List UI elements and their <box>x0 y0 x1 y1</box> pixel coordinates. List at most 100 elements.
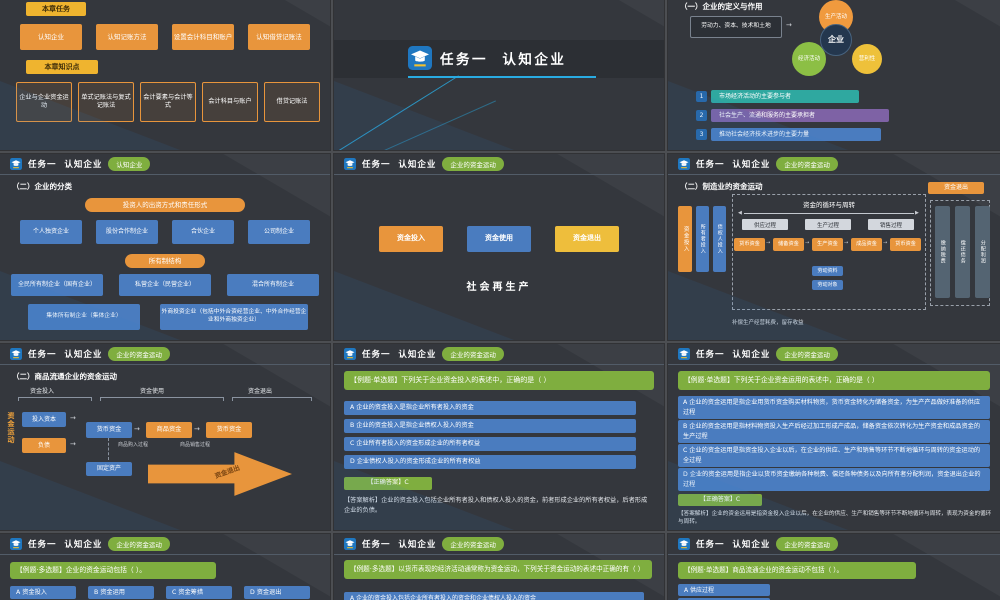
classification-pill: 所有制结构 <box>125 254 205 268</box>
option-a: A 企业的资金投入是指企业所有者投入的资金 <box>344 401 636 415</box>
stage-bracket <box>18 397 92 401</box>
arrow-right-icon: ▶ <box>915 209 919 216</box>
economic-activity-circle: 经济活动 <box>792 42 826 76</box>
brand-logo-icon <box>678 348 690 360</box>
answer-box: 【正确答案】C <box>678 494 762 506</box>
stage-bracket <box>100 397 224 401</box>
process-box: 销售过程 <box>868 219 914 230</box>
option-d: D 企业的资金运用是指企业以货币资金缴纳各种税费、偿还各种债务以及向所有者分配利… <box>678 468 990 492</box>
brand-logo-icon <box>10 538 22 550</box>
knowledge-box: 会计科目与账户 <box>202 82 258 122</box>
stage-label: 资金使用 <box>140 388 165 395</box>
slide-header-badge: 企业的资金运动 <box>442 347 504 361</box>
slide-header-badge: 企业的资金运动 <box>108 537 170 551</box>
ownership-box: 集体所有制企业（集体企业） <box>28 304 140 330</box>
lesson-title: 任务一 认知企业 <box>440 52 567 68</box>
option-a: A 企业的资金运用是指企业用货币资金购买材料物资，货币资金转化为储备资金，为生产… <box>678 396 990 420</box>
footnote-text: 补偿生产经营耗费，留存收益 <box>732 320 804 326</box>
slide-thumbnail-7[interactable]: 任务一 认知企业 企业的资金运动 （二）商品流通企业的资金运动 资金投入 资金使… <box>0 344 330 530</box>
fixed-assets-box: 固定资产 <box>86 462 132 476</box>
title-underline <box>408 76 596 78</box>
brand-logo-icon <box>10 158 22 170</box>
exit-item-box: 偿还债务 <box>955 206 970 298</box>
role-bar: 社会生产、流通和服务的主要承担者 <box>711 109 889 122</box>
knowledge-box: 会计要素与会计等式 <box>140 82 196 122</box>
slide-thumbnail-2[interactable]: 任务一 认知企业 <box>334 0 664 150</box>
slide-thumbnail-9[interactable]: 任务一 认知企业 企业的资金运动 【例题·单选题】下列关于企业资金运用的表述中，… <box>668 344 1000 530</box>
slide-thumbnail-5[interactable]: 任务一 认知企业 企业的资金运动 资金投入 资金使用 资金退出 社会再生产 <box>334 154 664 340</box>
slide-thumbnail-8[interactable]: 任务一 认知企业 企业的资金运动 【例题·单选题】下列关于企业资金投入的表述中，… <box>334 344 664 530</box>
question-box: 【例题·单选题】下列关于企业资金投入的表述中，正确的是（ ） <box>344 371 654 391</box>
arrow-right-icon: → <box>805 240 810 246</box>
stage-label: 资金退出 <box>248 388 273 395</box>
option-a: A 资金投入 <box>10 586 76 599</box>
slide-header-badge: 认知企业 <box>108 157 151 171</box>
knowledge-box: 借贷记账法 <box>264 82 320 122</box>
stage-bracket <box>232 397 312 401</box>
slide-thumbnail-6[interactable]: 任务一 认知企业 企业的资金运动 （二）制造业的资金运动 资金投入 所有者投入 … <box>668 154 1000 340</box>
fund-box: 货币资金 <box>890 238 921 251</box>
role-number: 2 <box>696 110 707 121</box>
option-c: C 企业的资金运用是指资金投入企业以后，在企业的供应、生产和销售等环节不断地循环… <box>678 444 990 468</box>
process-label: 商品销售过程 <box>180 442 211 448</box>
task-box: 设置会计科目和账户 <box>172 24 234 50</box>
option-a: A 供应过程 <box>678 584 770 596</box>
slide-thumbnail-11[interactable]: 任务一 认知企业 企业的资金运动 【例题·多选题】以货币表现的经济活动通常称为资… <box>334 534 664 600</box>
slide-header-title: 任务一 认知企业 <box>362 540 437 550</box>
role-bar: 推动社会经济技术进步的主要力量 <box>711 128 881 141</box>
option-d: D 资金退出 <box>244 586 310 599</box>
slide-header-title: 任务一 认知企业 <box>696 350 771 360</box>
slide-thumbnail-10[interactable]: 任务一 认知企业 企业的资金运动 【例题·多选题】企业的资金运动包括（ ）。 A… <box>0 534 330 600</box>
cycle-area <box>732 194 926 310</box>
cycle-title: 资金的循环与周转 <box>803 201 855 209</box>
flow-box: 商品资金 <box>146 422 192 438</box>
brand-logo-icon <box>10 348 22 360</box>
option-b: B 资金运用 <box>88 586 154 599</box>
task-box: 认知记账方法 <box>96 24 158 50</box>
section-heading: （二）企业的分类 <box>12 182 72 191</box>
slide-thumbnail-1[interactable]: 本章任务 认知企业 认知记账方法 设置会计科目和账户 认知借贷记账法 本章知识点… <box>0 0 330 150</box>
input-box: 劳动资料 <box>812 266 843 276</box>
process-box: 供应过程 <box>742 219 788 230</box>
slide-header-badge: 企业的资金运动 <box>108 347 170 361</box>
type-box: 股份合作制企业 <box>96 220 158 244</box>
task-box: 认知借贷记账法 <box>248 24 310 50</box>
fund-box: 货币资金 <box>734 238 765 251</box>
arrow-right-icon: → <box>70 414 76 422</box>
option-b: B 企业的资金运用是指材料物资投入生产后经过加工形成产成品，储备资金依次转化为生… <box>678 420 990 444</box>
role-number: 3 <box>696 129 707 140</box>
input-box: 劳动对象 <box>812 280 843 290</box>
deco-line <box>334 75 459 150</box>
arrow-right-icon: → <box>194 425 200 433</box>
enterprise-circle: 企业 <box>820 24 852 56</box>
ownership-box: 私营企业（民营企业） <box>119 274 211 296</box>
slide-thumbnail-4[interactable]: 任务一 认知企业 认知企业 （二）企业的分类 投资人的出资方式和责任形式 个人独… <box>0 154 330 340</box>
slide-header: 任务一 认知企业 企业的资金运动 <box>334 154 664 175</box>
slide-thumbnail-12[interactable]: 任务一 认知企业 企业的资金运动 【例题·单选题】商品流通企业的资金运动不包括（… <box>668 534 1000 600</box>
slide-header-badge: 企业的资金运动 <box>442 157 504 171</box>
option-c: C 企业所有者投入的资金形成企业的所有者权益 <box>344 437 636 451</box>
option-b: B 生产过程 <box>678 598 770 600</box>
question-box: 【例题·单选题】下列关于企业资金运用的表述中，正确的是（ ） <box>678 371 990 390</box>
task-box: 认知企业 <box>20 24 82 50</box>
slide-thumbnail-3[interactable]: （一）企业的定义与作用 劳动力、资本、技术和土地 → 生产活动 经济活动 营利性… <box>668 0 1000 150</box>
exit-item-box: 分配利润 <box>975 206 990 298</box>
option-c: C 资金筹措 <box>166 586 232 599</box>
slide-header-title: 任务一 认知企业 <box>28 350 103 360</box>
slide-header: 任务一 认知企业 企业的资金运动 <box>334 534 664 555</box>
ownership-box: 全民所有制企业（国有企业） <box>11 274 103 296</box>
classification-pill: 投资人的出资方式和责任形式 <box>85 198 245 212</box>
flow-box: 货币资金 <box>206 422 252 438</box>
arrow-right-icon: → <box>766 240 771 246</box>
caption-social-reproduction: 社会再生产 <box>466 282 532 293</box>
creditor-invest-box: 债权人投入 <box>713 206 726 272</box>
option-d: D 企业债权人投入的资金形成企业的所有者权益 <box>344 455 636 469</box>
slide-header: 任务一 认知企业 企业的资金运动 <box>668 154 1000 175</box>
funds-out-box: 资金退出 <box>928 182 984 194</box>
section-heading: （一）企业的定义与作用 <box>680 2 763 11</box>
profit-circle: 营利性 <box>852 44 882 74</box>
arrow-right-icon: → <box>883 240 888 246</box>
brand-logo-icon <box>408 46 432 70</box>
question-box: 【例题·多选题】企业的资金运动包括（ ）。 <box>10 562 216 579</box>
slide-header-badge: 企业的资金运动 <box>776 157 838 171</box>
